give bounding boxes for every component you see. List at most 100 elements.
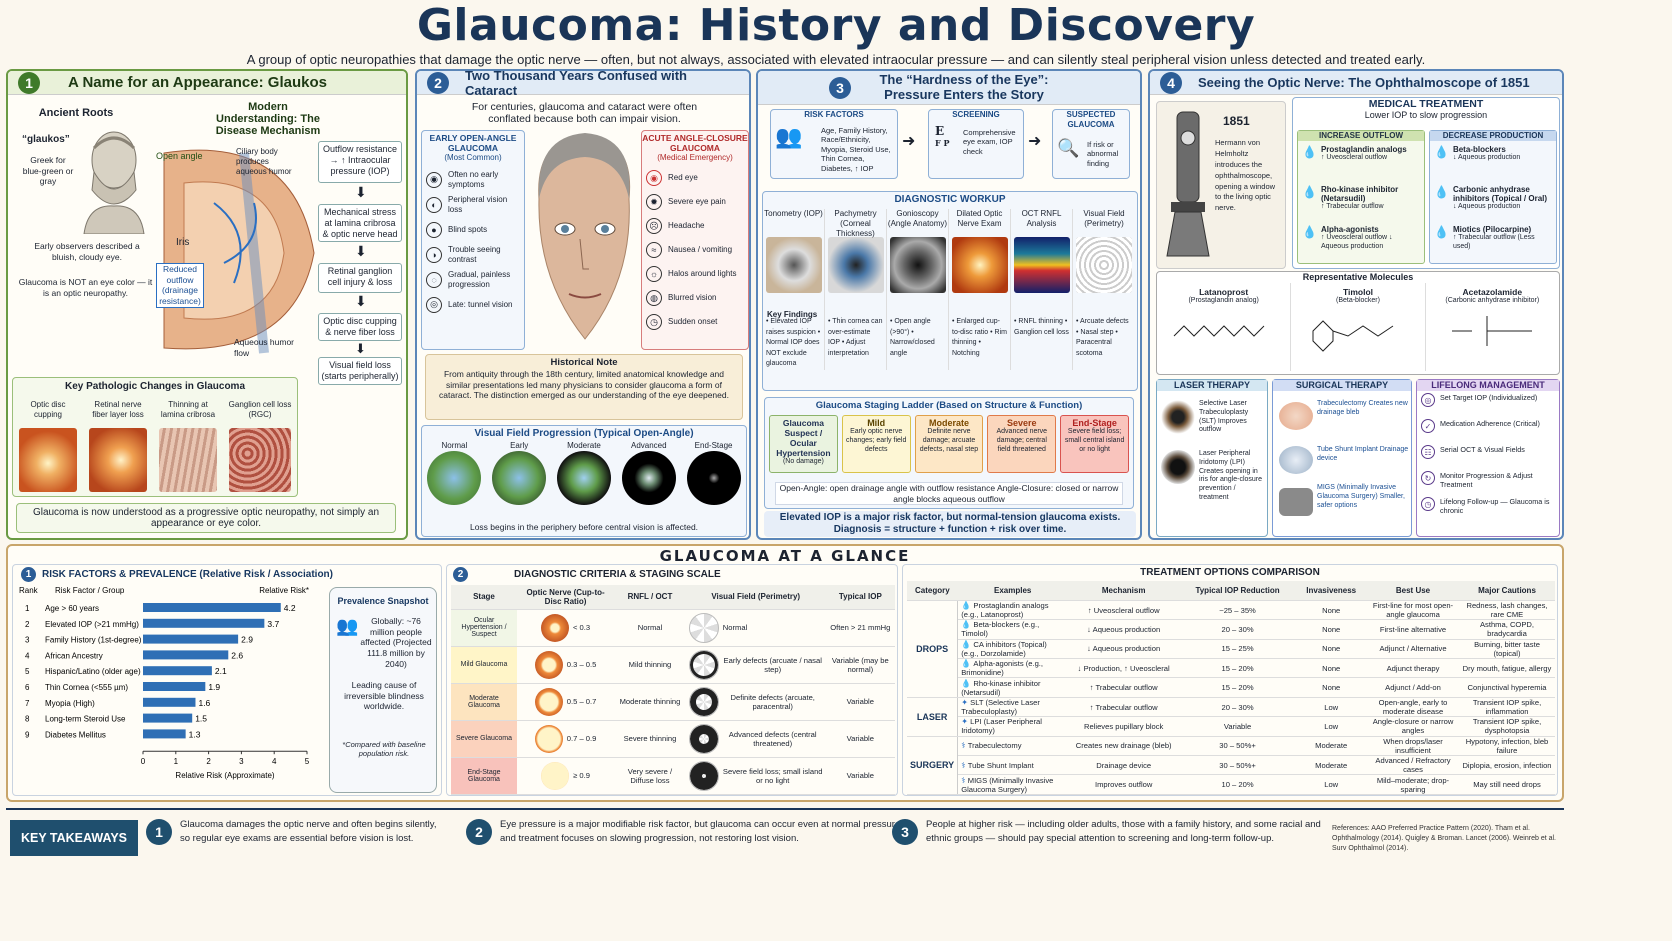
screening-text: Comprehensive eye exam, IOP check [963, 128, 1016, 156]
tx-cell: First-line alternative [1367, 619, 1459, 640]
suspected-text: If risk or abnormal finding [1087, 140, 1119, 168]
med-item: 💧Beta-blockers↓ Aqueous production [1430, 141, 1556, 181]
vf-early-image [492, 451, 547, 505]
open-angle-title: EARLY OPEN-ANGLE GLAUCOMA [429, 133, 517, 153]
tx-cell: Variable [1179, 716, 1296, 737]
criteria-cell: Mild Glaucoma [451, 646, 517, 684]
criteria-header: Visual Field (Perimetry) [685, 585, 826, 610]
tx-row: DROPS💧 Prostaglandin analogs (e.g., Lata… [907, 600, 1555, 698]
med-item: 💧Prostaglandin analogs↑ Uveoscleral outf… [1298, 141, 1424, 181]
tx-cell: Adjunct / Alternative [1367, 639, 1459, 660]
pathologic-changes: Key Pathologic Changes in Glaucoma Optic… [12, 377, 298, 497]
optic-disc-icon [541, 613, 570, 642]
tx-cell: Moderate [1295, 736, 1367, 757]
helmholtz-box: 1851 Hermann von Helmholtz introduces th… [1156, 101, 1286, 269]
surgical-therapy: SURGICAL THERAPY Trabeculectomy Creates … [1272, 379, 1412, 537]
tx-cell: Low [1295, 716, 1367, 737]
panel-title: Seeing the Optic Nerve: The Ophthalmosco… [1198, 75, 1530, 90]
eye-icon: ◉ [426, 171, 442, 188]
risk-bar [143, 713, 193, 723]
category-label: Elevated IOP (>21 mmHg) [45, 620, 139, 629]
med-name: Beta-blockers [1452, 145, 1506, 154]
panel-title: Two Thousand Years Confused with Catarac… [465, 69, 687, 98]
tx-cell: 💧 Beta-blockers (e.g., Timolol) [957, 619, 1068, 640]
stage-desc: Advanced nerve damage; central field thr… [996, 428, 1048, 453]
vf-title: Visual Field Progression (Typical Open-A… [474, 428, 694, 439]
criteria-cell: Ocular Hypertension / Suspect [451, 609, 517, 647]
vf-end-stage-image [686, 451, 741, 505]
symptom: Nausea / vomiting [668, 245, 733, 254]
tx-cell: Hypotony, infection, bleb failure [1459, 736, 1555, 757]
tx-cell: 15 – 25% [1179, 639, 1296, 660]
lifelong-icon: ☷ [1421, 445, 1435, 460]
blind-spot-icon: ● [426, 221, 442, 238]
criteria-cell: Normal [685, 609, 826, 647]
trab-image [1279, 402, 1313, 430]
category-label: African Ancestry [45, 651, 103, 660]
tx-header: Examples [957, 581, 1068, 601]
snap-footnote: *Compared with baseline population risk. [342, 740, 426, 759]
tx-cell: Dry mouth, fatigue, allergy [1459, 658, 1555, 679]
dx-column: Tonometry (IOP)• Elevated IOP raises sus… [763, 209, 825, 370]
surg-item: MIGS (Minimally Invasive Glaucoma Surger… [1317, 484, 1405, 509]
tx-cell: 💧 Alpha-agonists (e.g., Brimonidine) [957, 658, 1068, 679]
tx-cell: None [1295, 600, 1367, 621]
snap-leading: Leading cause of irreversible blindness … [344, 680, 424, 712]
laser-item: Laser Peripheral Iridotomy (LPI) Creates… [1199, 450, 1263, 501]
lifelong-item: ☷Serial OCT & Visual Fields [1421, 445, 1555, 471]
rank-label: 8 [25, 715, 30, 724]
dx-column: Dilated Optic Nerve Exam• Enlarged cup-t… [949, 209, 1011, 370]
molecule-name: Timolol [1342, 287, 1374, 298]
category-label: Family History (1st-degree) [45, 636, 142, 645]
tx-cell: Open-angle, early to moderate disease [1367, 697, 1459, 718]
dx-test-image [765, 237, 822, 293]
ganglion-image [229, 428, 291, 492]
molecule-name: Latanoprost [1199, 287, 1249, 298]
tx-cell: Diplopia, erosion, infection [1459, 755, 1555, 776]
criteria-cell: Moderate Glaucoma [451, 683, 517, 721]
bar-value-label: 1.3 [189, 729, 201, 739]
tx-cell: None [1295, 677, 1367, 698]
pathologic-title: Key Pathologic Changes in Glaucoma [64, 381, 246, 392]
symptom: Sudden onset [668, 317, 718, 326]
headache-icon: ☹ [646, 218, 662, 234]
key-takeaways-label: KEY TAKEAWAYS [10, 820, 138, 856]
criteria-cell: Mild thinning [614, 646, 686, 684]
closure-title: ACUTE ANGLE-CLOSURE GLAUCOMA [642, 133, 748, 153]
treatment-icon: 💧 [961, 678, 974, 688]
visual-field-progression: Visual Field Progression (Typical Open-A… [421, 425, 747, 537]
optic-disc-icon [534, 687, 563, 716]
lifelong-text: Monitor Progression & Adjust Treatment [1440, 471, 1533, 490]
tx-cell: Mild–moderate; drop-sparing [1367, 774, 1459, 795]
tx-cell: Adjunct therapy [1367, 658, 1459, 679]
dx-column: Pachymetry (Corneal Thickness)• Thin cor… [825, 209, 887, 370]
takeaway-number: 1 [146, 819, 172, 846]
historical-note: Historical Note From antiquity through t… [425, 354, 743, 420]
peripheral-icon: ◐ [426, 196, 442, 213]
rf-chart-title: RISK FACTORS & PREVALENCE (Relative Risk… [42, 569, 333, 580]
visual-field-icon [688, 723, 719, 754]
takeaway-text: People at higher risk — including older … [926, 819, 1321, 845]
criteria-cell: Severe Glaucoma [451, 720, 517, 758]
treatment-icon: ✦ [961, 717, 971, 727]
tx-cell: Relieves pupillary block [1067, 716, 1180, 737]
molecule-class: (Beta-blocker) [1336, 297, 1380, 305]
tx-cell: ⚕ Tube Shunt Implant [957, 755, 1068, 776]
tx-cell: Burning, bitter taste (topical) [1459, 639, 1555, 660]
dx-test-name: Gonioscopy (Angle Anatomy) [887, 209, 948, 228]
risk-bar [143, 729, 186, 739]
criteria-header: RNFL / OCT [614, 585, 686, 610]
treatment-icon: ⚕ [961, 741, 968, 751]
stage-name: Glaucoma Suspect / Ocular Hypertension [776, 418, 831, 458]
molecule-class: (Carbonic anhydrase inhibitor) [1445, 297, 1540, 305]
flow-step: Outflow resistance → ↑ Intraocular press… [318, 141, 402, 183]
panel-title: The “Hardness of the Eye”: Pressure Ente… [879, 71, 1049, 102]
tx-cell: 10 – 20% [1179, 774, 1296, 795]
optic-disc-image [19, 428, 77, 492]
stage-name: End-Stage [1072, 418, 1117, 428]
lifelong-icon: ✓ [1421, 419, 1435, 434]
tx-cell: 💧 Rho-kinase inhibitor (Netarsudil) [957, 677, 1068, 698]
